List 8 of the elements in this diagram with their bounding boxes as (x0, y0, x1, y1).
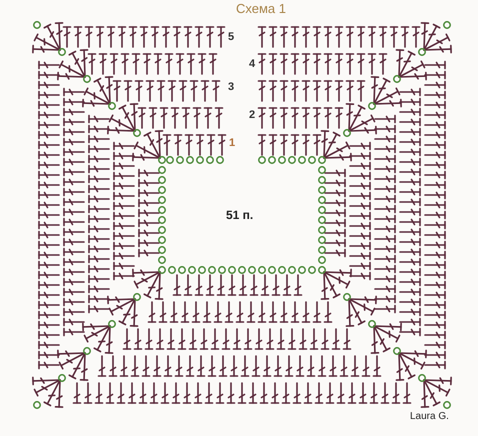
row-number: 3 (228, 82, 234, 93)
row-number: 2 (249, 110, 256, 121)
row-number: 5 (228, 32, 234, 43)
author-signature: Laura G. (410, 412, 449, 422)
row-number: 1 (229, 138, 236, 149)
chart-title: Схема 1 (236, 1, 286, 16)
row-number: 4 (249, 59, 256, 70)
stitch-count-label: 51 п. (226, 209, 254, 221)
